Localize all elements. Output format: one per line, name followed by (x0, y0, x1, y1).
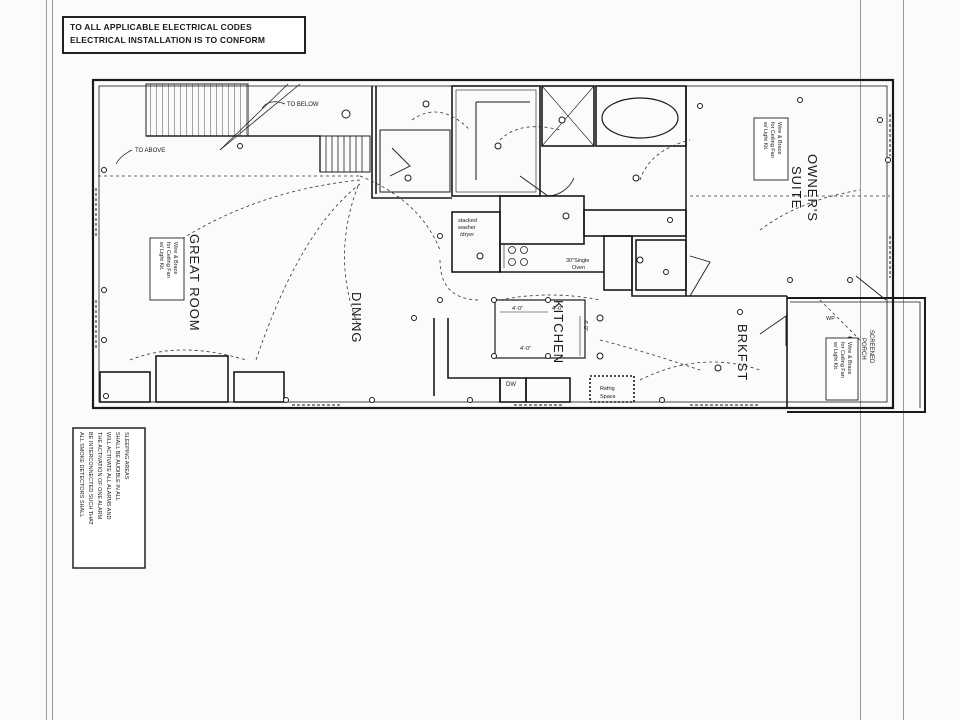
smoke-note-line-6: SLEEPING AREAS (123, 432, 129, 480)
refrig-label-2: Space (600, 394, 616, 400)
wiring (98, 111, 890, 381)
stair-to-above: TO ABOVE (135, 148, 165, 154)
dim-1: 4'-0" (512, 306, 523, 312)
label-suite: SUITE (789, 166, 804, 209)
svg-text:Wire & Brace: Wire & Brace (776, 122, 782, 154)
svg-text:w/ Light Kit.: w/ Light Kit. (158, 241, 164, 271)
label-owners: OWNER'S (805, 154, 820, 222)
electrical-code-note: TO ALL APPLICABLE ELECTRICAL CODES ELECT… (62, 16, 306, 54)
smoke-note-line-4: WILL ACTIVATE ALL ALARMS AND (105, 432, 111, 519)
washer-label-2: washer (457, 225, 476, 231)
smoke-note-line-2: BE INTERCONNECTED SUCH THAT (87, 432, 93, 525)
label-screened: SCREENED (868, 330, 874, 364)
washer-label-3: /dryer (460, 232, 474, 238)
oven-label-2: Oven (572, 265, 585, 271)
label-kitchen: KITCHEN (551, 300, 566, 364)
smoke-note-line-3: THE ACTIVATION OF ONE ALARM (96, 432, 102, 520)
label-porch: PORCH (860, 338, 866, 360)
room-labels: GREAT ROOM DINING KITCHEN BRKFST OWNER'S… (187, 154, 874, 381)
svg-text:Wire & Brace: Wire & Brace (172, 242, 178, 274)
dw-label: DW (506, 382, 516, 388)
right-margin-line-outer (903, 0, 904, 720)
washer-label-1: stacked (458, 218, 477, 224)
dim-3: 4'-0" (582, 320, 588, 331)
label-great-room: GREAT ROOM (187, 234, 202, 332)
label-brkfst: BRKFST (735, 324, 750, 381)
code-note-line-1: TO ALL APPLICABLE ELECTRICAL CODES (70, 22, 252, 32)
svg-text:w/ Light Kit.: w/ Light Kit. (762, 121, 768, 151)
range-burners (508, 246, 528, 266)
stair-to-below: TO BELOW (287, 102, 319, 108)
fan-note-owners-suite: Wire & Brace for Ceiling Fan w/ Light Ki… (753, 117, 789, 181)
svg-text:for Ceiling Fan: for Ceiling Fan (769, 122, 775, 158)
smoke-detector-note: ALL SMOKE DETECTORS SHALL BE INTERCONNEC… (72, 427, 146, 569)
fan-note-porch: Wire & Brace for Ceiling Fan w/ Light Ki… (825, 337, 859, 401)
label-dining: DINING (349, 292, 364, 344)
right-margin-line (860, 0, 861, 720)
oven-label-1: 30"Single (566, 258, 589, 264)
refrig-label-1: Refrig (600, 386, 615, 392)
dim-2: 4'-0" (552, 306, 563, 312)
svg-text:for Ceiling Fan: for Ceiling Fan (165, 242, 171, 278)
windows (95, 114, 891, 406)
fan-note-great-room: Wire & Brace for Ceiling Fan w/ Light Ki… (149, 237, 185, 301)
svg-text:w/ Light Kit.: w/ Light Kit. (832, 341, 838, 371)
smoke-note-line-1: ALL SMOKE DETECTORS SHALL (78, 432, 84, 517)
svg-text:for Ceiling Fan: for Ceiling Fan (839, 342, 845, 378)
left-margin-line (46, 0, 47, 720)
left-margin-line-inner (52, 0, 53, 720)
code-note-line-2: ELECTRICAL INSTALLATION IS TO CONFORM (70, 35, 266, 45)
stairs: TO BELOW TO ABOVE (115, 83, 371, 173)
island-dimensions: 4'-0" 4'-0" 4'-0" 4'-0" (500, 306, 588, 356)
appliance-labels: stacked washer /dryer 30"Single Oven DW … (457, 218, 835, 400)
svg-text:Wire & Brace: Wire & Brace (846, 342, 852, 374)
dim-4: 4'-0" (520, 346, 531, 352)
wp-label: WP (826, 316, 835, 322)
interior-walls (99, 85, 788, 408)
doors (389, 147, 887, 346)
smoke-note-line-5: SHALL BE AUDIBLE IN ALL (114, 432, 120, 501)
